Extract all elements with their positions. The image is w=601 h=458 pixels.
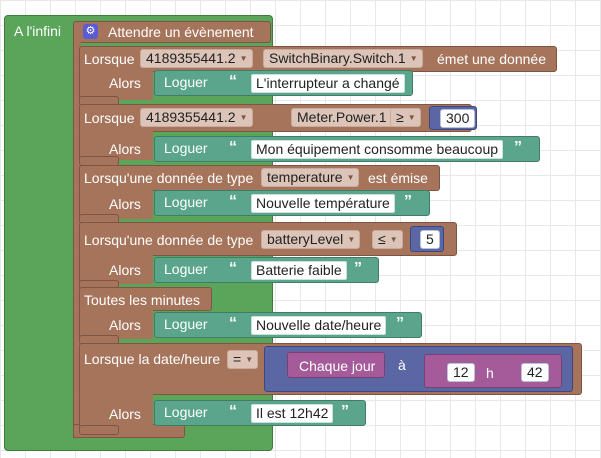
log-label: Loguer: [164, 316, 208, 332]
h-label: h: [486, 365, 494, 381]
event-2-value-block[interactable]: 300: [429, 106, 477, 130]
event-3-suffix-label: est émise: [368, 170, 428, 186]
open-quote-icon: “: [229, 403, 237, 420]
log-block-4[interactable]: Loguer “ Batterie faible ”: [154, 257, 379, 283]
close-quote-icon: ”: [341, 403, 349, 420]
event-3-type-dropdown[interactable]: temperature▼: [261, 168, 360, 187]
schedule-label[interactable]: Chaque jour: [299, 358, 376, 374]
event-5-spine: [79, 309, 153, 339]
schedule-dropdown-block[interactable]: Chaque jour: [287, 352, 385, 378]
log-block-5[interactable]: Loguer “ Nouvelle date/heure ”: [154, 312, 422, 338]
event-6-operator-dropdown[interactable]: =▼: [227, 350, 259, 369]
open-quote-icon: “: [229, 193, 237, 210]
wait-event-spine: [73, 40, 81, 438]
event-6-spine: [79, 393, 153, 429]
event-3-when-label: Lorsqu'une donnée de type: [84, 170, 254, 186]
event-2-spine: [79, 130, 153, 160]
event-3-then-label: Alors: [109, 196, 141, 212]
event-4-value-input[interactable]: 5: [420, 230, 440, 249]
loop-label: A l'infini: [14, 23, 62, 39]
log-message-text[interactable]: Il est 12h42: [251, 404, 334, 423]
log-block-3[interactable]: Loguer “ Nouvelle température ”: [154, 190, 430, 216]
event-1-spine: [79, 70, 153, 100]
log-message-text[interactable]: Nouvelle date/heure: [251, 316, 387, 335]
log-block-6[interactable]: Loguer “ Il est 12h42 ”: [154, 400, 366, 426]
time-block[interactable]: 12 h 42: [424, 354, 562, 388]
close-quote-icon: ”: [354, 260, 362, 277]
log-message-text[interactable]: Nouvelle température: [251, 194, 395, 213]
event-5-then-label: Alors: [109, 317, 141, 333]
event-1-then-label: Alors: [109, 75, 141, 91]
event-2-operator-dropdown[interactable]: ≥▼: [390, 108, 421, 127]
event-4-operator-dropdown[interactable]: ≤▼: [372, 230, 403, 249]
log-label: Loguer: [164, 404, 208, 420]
log-label: Loguer: [164, 194, 208, 210]
minute-input[interactable]: 42: [521, 363, 549, 382]
close-quote-icon: ”: [514, 139, 522, 156]
log-block-2[interactable]: Loguer “ Mon équipement consomme beaucou…: [154, 136, 540, 162]
hour-input[interactable]: 12: [447, 363, 475, 382]
event-6-then-label: Alors: [109, 406, 141, 422]
event-1-suffix-label: émet une donnée: [437, 51, 546, 67]
log-label: Loguer: [164, 140, 208, 156]
event-4-spine: [79, 254, 153, 284]
event-2-sensor-dropdown[interactable]: Meter.Power.1▼: [291, 108, 404, 127]
event-1-when-label: Lorsque: [84, 51, 135, 67]
log-label: Loguer: [164, 74, 208, 90]
event-2-device-dropdown[interactable]: 4189355441.2▼: [140, 108, 253, 127]
open-quote-icon: “: [229, 73, 237, 90]
event-6-footer: [79, 425, 119, 435]
log-message-text[interactable]: L'interrupteur a changé: [251, 74, 405, 93]
wait-event-block[interactable]: [73, 21, 271, 43]
log-block-1[interactable]: Loguer “ L'interrupteur a changé ”: [154, 70, 413, 96]
event-2-value-input[interactable]: 300: [440, 109, 476, 128]
event-1-sensor-dropdown[interactable]: SwitchBinary.Switch.1▼: [263, 49, 423, 68]
event-4-value-block[interactable]: 5: [410, 226, 444, 252]
log-label: Loguer: [164, 261, 208, 277]
event-2-when-label: Lorsque: [84, 110, 135, 126]
event-5-when-label: Toutes les minutes: [84, 292, 200, 308]
event-4-when-label: Lorsqu'une donnée de type: [84, 232, 254, 248]
event-4-then-label: Alors: [109, 262, 141, 278]
log-message-text[interactable]: Batterie faible: [251, 261, 347, 280]
open-quote-icon: “: [229, 315, 237, 332]
close-quote-icon: ”: [404, 193, 412, 210]
log-message-text[interactable]: Mon équipement consomme beaucoup: [251, 140, 504, 159]
wait-event-label: Attendre un évènement: [108, 24, 254, 40]
event-6-datetime-block[interactable]: Chaque jour à 12 h 42: [264, 346, 573, 392]
open-quote-icon: “: [229, 139, 237, 156]
event-4-type-dropdown[interactable]: batteryLevel▼: [261, 230, 361, 249]
event-1-device-dropdown[interactable]: 4189355441.2▼: [140, 49, 253, 68]
event-2-then-label: Alors: [109, 141, 141, 157]
close-quote-icon: ”: [392, 73, 400, 90]
gear-icon[interactable]: ⚙: [83, 24, 98, 39]
at-label: à: [398, 357, 406, 373]
close-quote-icon: ”: [396, 315, 404, 332]
event-6-when-label: Lorsque la date/heure: [84, 351, 221, 367]
open-quote-icon: “: [229, 260, 237, 277]
